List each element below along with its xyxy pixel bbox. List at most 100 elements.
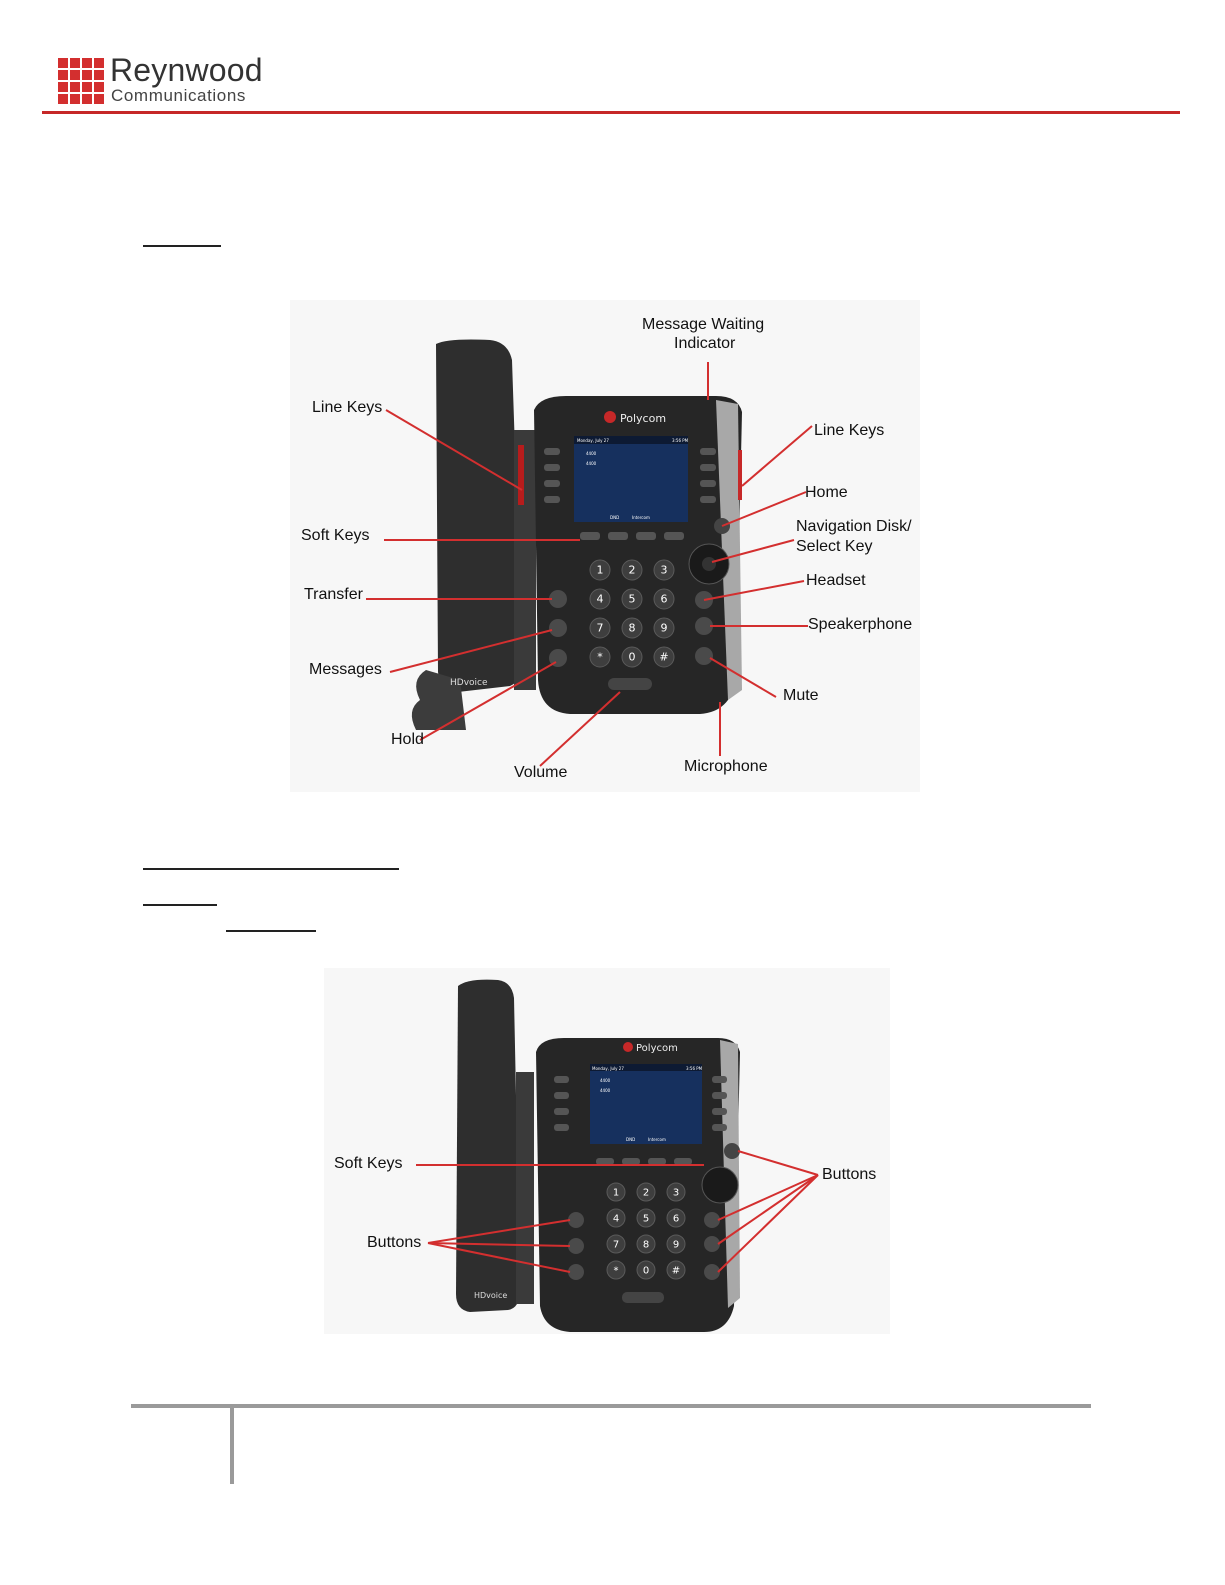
keypad-key[interactable] <box>636 1208 656 1228</box>
footer-divider <box>230 1404 234 1484</box>
screen-time: 3:56 PM <box>672 438 689 443</box>
keypad-key[interactable] <box>606 1260 626 1280</box>
polycom-logo-icon <box>604 411 616 423</box>
keypad-key[interactable] <box>606 1208 626 1228</box>
keypad-key[interactable] <box>666 1182 686 1202</box>
heading-underline <box>143 904 217 906</box>
handset-cord <box>411 670 466 730</box>
header-rule <box>42 111 1180 114</box>
line-keys-left[interactable] <box>554 1076 569 1131</box>
transfer-button[interactable] <box>549 590 567 608</box>
keypad-key[interactable] <box>653 588 675 610</box>
keypad-key[interactable] <box>621 617 643 639</box>
label-home: Home <box>805 484 848 501</box>
keypad-key[interactable] <box>589 617 611 639</box>
screen-line-1: 4400 <box>586 451 597 456</box>
polycom-logo-icon <box>623 1042 633 1052</box>
speakerphone-button[interactable] <box>695 617 713 635</box>
label-messages: Messages <box>309 661 382 678</box>
phone-illustration-1: HDvoice Polycom Monday, July 27 3:56 PM … <box>366 339 813 767</box>
hold-button[interactable] <box>568 1264 584 1280</box>
keypad-key-label: 3 <box>673 1187 679 1198</box>
hd-badge: HDvoice <box>474 1291 507 1300</box>
screen-line-1: 4400 <box>600 1078 611 1083</box>
volume-rocker[interactable] <box>608 678 652 690</box>
keypad-key-label: 4 <box>597 593 604 606</box>
label-headset: Headset <box>806 572 866 589</box>
transfer-button[interactable] <box>568 1212 584 1228</box>
line-keys-left[interactable] <box>544 448 560 503</box>
phone-screen <box>590 1064 702 1144</box>
label-message-waiting: Message Waiting <box>642 316 765 333</box>
messages-button[interactable] <box>549 619 567 637</box>
keypad-key[interactable] <box>589 588 611 610</box>
keypad-key[interactable] <box>621 646 643 668</box>
keypad-key[interactable] <box>653 646 675 668</box>
phone-brand: Polycom <box>620 412 666 425</box>
keypad-key-label: 1 <box>597 564 604 577</box>
phone-illustration-2: HDvoice Polycom Monday, July 27 3:56 PM … <box>416 979 819 1332</box>
keypad-key[interactable] <box>636 1182 656 1202</box>
soft-keys[interactable] <box>580 532 684 540</box>
keypad-key-label: * <box>597 651 603 664</box>
keypad-key[interactable] <box>589 646 611 668</box>
brand-name: Reynwood <box>110 52 263 88</box>
heading-underline <box>143 868 399 870</box>
callout-lines <box>366 362 813 767</box>
screen-line-2: 4400 <box>600 1088 611 1093</box>
keypad-key[interactable] <box>606 1182 626 1202</box>
heading-underline <box>226 930 316 932</box>
label-message-waiting-2: Indicator <box>674 335 736 352</box>
speakerphone-button[interactable] <box>704 1236 720 1252</box>
label-transfer: Transfer <box>304 586 363 603</box>
keypad-key-label: 6 <box>661 593 668 606</box>
phone-screen <box>574 436 688 522</box>
mute-button[interactable] <box>695 647 713 665</box>
screen-softkey-1: DND <box>610 515 619 520</box>
phone-brand: Polycom <box>636 1043 678 1054</box>
soft-keys[interactable] <box>596 1158 692 1165</box>
keypad-key[interactable] <box>621 559 643 581</box>
keypad-key[interactable] <box>666 1260 686 1280</box>
label-speakerphone: Speakerphone <box>808 616 913 633</box>
screen-line-2: 4400 <box>586 461 597 466</box>
keypad-key[interactable] <box>636 1260 656 1280</box>
label-buttons-left: Buttons <box>367 1234 422 1251</box>
footer-rule <box>131 1404 1091 1408</box>
keypad-key-label: 8 <box>629 622 636 635</box>
keypad-key-label: 0 <box>629 651 636 664</box>
keypad-key-label: # <box>659 651 668 664</box>
keypad-key[interactable] <box>589 559 611 581</box>
keypad-key-label: 5 <box>643 1213 649 1224</box>
select-key[interactable] <box>702 557 716 571</box>
messages-button[interactable] <box>568 1238 584 1254</box>
line-keys-right[interactable] <box>712 1076 727 1131</box>
label-microphone: Microphone <box>684 758 768 775</box>
line-led-left <box>518 445 524 505</box>
keypad-key-label: # <box>672 1265 680 1276</box>
line-led-right <box>738 450 742 500</box>
keypad-key[interactable] <box>636 1234 656 1254</box>
headset-button[interactable] <box>704 1212 720 1228</box>
keypad-key-label: 2 <box>643 1187 649 1198</box>
label-soft-keys: Soft Keys <box>334 1155 403 1172</box>
mute-button[interactable] <box>704 1264 720 1280</box>
home-button[interactable] <box>724 1143 740 1159</box>
keypad-key[interactable] <box>606 1234 626 1254</box>
keypad-key[interactable] <box>666 1234 686 1254</box>
volume-rocker[interactable] <box>622 1292 664 1303</box>
keypad-key[interactable] <box>621 588 643 610</box>
keypad-key[interactable] <box>653 559 675 581</box>
heading-underline <box>143 245 221 247</box>
keypad-key[interactable] <box>666 1208 686 1228</box>
phone-diagram-1: HDvoice Polycom Monday, July 27 3:56 PM … <box>290 300 920 792</box>
screen-date: Monday, July 27 <box>592 1066 624 1071</box>
line-keys-right[interactable] <box>700 448 716 503</box>
keypad-key[interactable] <box>653 617 675 639</box>
navigation-disk[interactable] <box>701 1166 739 1204</box>
keypad-key-label: 7 <box>613 1239 619 1250</box>
keypad-key-label: 5 <box>629 593 636 606</box>
label-mute: Mute <box>783 687 819 704</box>
